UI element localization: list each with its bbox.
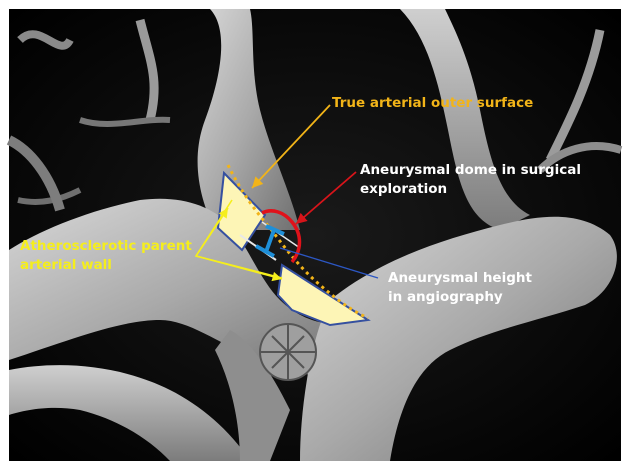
label-dome-line2: exploration: [360, 181, 447, 197]
label-dome-line1: Aneurysmal dome in surgical: [360, 162, 581, 178]
label-wall-line2: arterial wall: [20, 257, 112, 273]
label-height-line2: in angiography: [388, 289, 503, 305]
label-wall-line1: Atherosclerotic parent: [20, 238, 192, 254]
label-true-outer-surface: True arterial outer surface: [332, 95, 533, 111]
label-height-line1: Aneurysmal height: [388, 270, 532, 286]
crosshair-circle-icon: [260, 324, 316, 380]
